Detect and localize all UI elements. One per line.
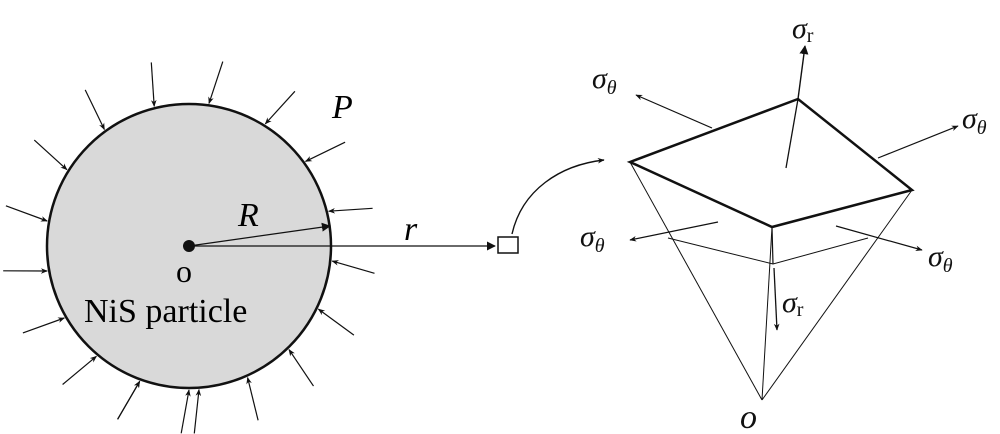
pressure-arrow xyxy=(264,90,296,125)
radius-arrow xyxy=(188,222,331,247)
particle-group: R P r o NiS particle xyxy=(3,61,605,434)
pressure-arrow xyxy=(117,380,141,420)
sigma-r-top-arrow xyxy=(797,45,809,100)
pressure-arrow xyxy=(208,61,224,105)
sigma-r-bottom-label: σr xyxy=(782,286,804,321)
sigma-theta-lower-left-arrow xyxy=(629,221,719,242)
pressure-arrow xyxy=(150,62,157,107)
pressure-arrow xyxy=(33,139,68,171)
sigma-theta-upper-right-label: σθ xyxy=(962,102,987,139)
apex-label: o xyxy=(740,399,757,434)
volume-element-box xyxy=(497,236,519,254)
pressure-label: P xyxy=(331,89,353,126)
pyramid-edge xyxy=(761,226,773,401)
sigma-theta-lower-right-label: σθ xyxy=(928,240,953,277)
particle-name-label: NiS particle xyxy=(84,293,247,330)
pressure-arrow xyxy=(317,308,355,336)
bottom-face xyxy=(667,237,869,265)
pressure-arrow xyxy=(331,260,375,274)
pyramid-edge xyxy=(629,161,763,401)
zoom-curve-arrow xyxy=(511,157,605,235)
pressure-arrow xyxy=(180,389,191,434)
pressure-arrow xyxy=(328,207,373,214)
pressure-arrow xyxy=(62,355,97,385)
sigma-r-top-label: σr xyxy=(792,12,814,47)
radius-label: R xyxy=(237,197,259,234)
sigma-r-bottom-arrow xyxy=(773,267,780,331)
pressure-arrow xyxy=(22,317,65,334)
pressure-arrow xyxy=(304,141,346,162)
pressure-arrows xyxy=(3,61,375,434)
pyramid-edge xyxy=(761,189,913,401)
pressure-arrow xyxy=(5,205,48,222)
sigma-theta-lower-right-arrow xyxy=(835,225,923,252)
pressure-arrow xyxy=(246,376,259,421)
stress-element-group xyxy=(626,45,959,401)
pressure-arrow xyxy=(288,349,314,387)
sigma-theta-upper-right-arrow xyxy=(877,125,959,159)
sigma-theta-lower-left-label: σθ xyxy=(580,220,605,257)
sigma-theta-upper-left-arrow xyxy=(635,94,713,129)
pressure-arrow xyxy=(193,388,202,434)
sigma-r-top-inner xyxy=(785,98,799,169)
center-label: o xyxy=(176,253,192,289)
sigma-theta-upper-left-label: σθ xyxy=(592,62,617,99)
pressure-arrow xyxy=(84,89,105,131)
side-edge xyxy=(771,226,774,265)
top-face xyxy=(626,97,915,229)
distance-label: r xyxy=(404,211,418,248)
